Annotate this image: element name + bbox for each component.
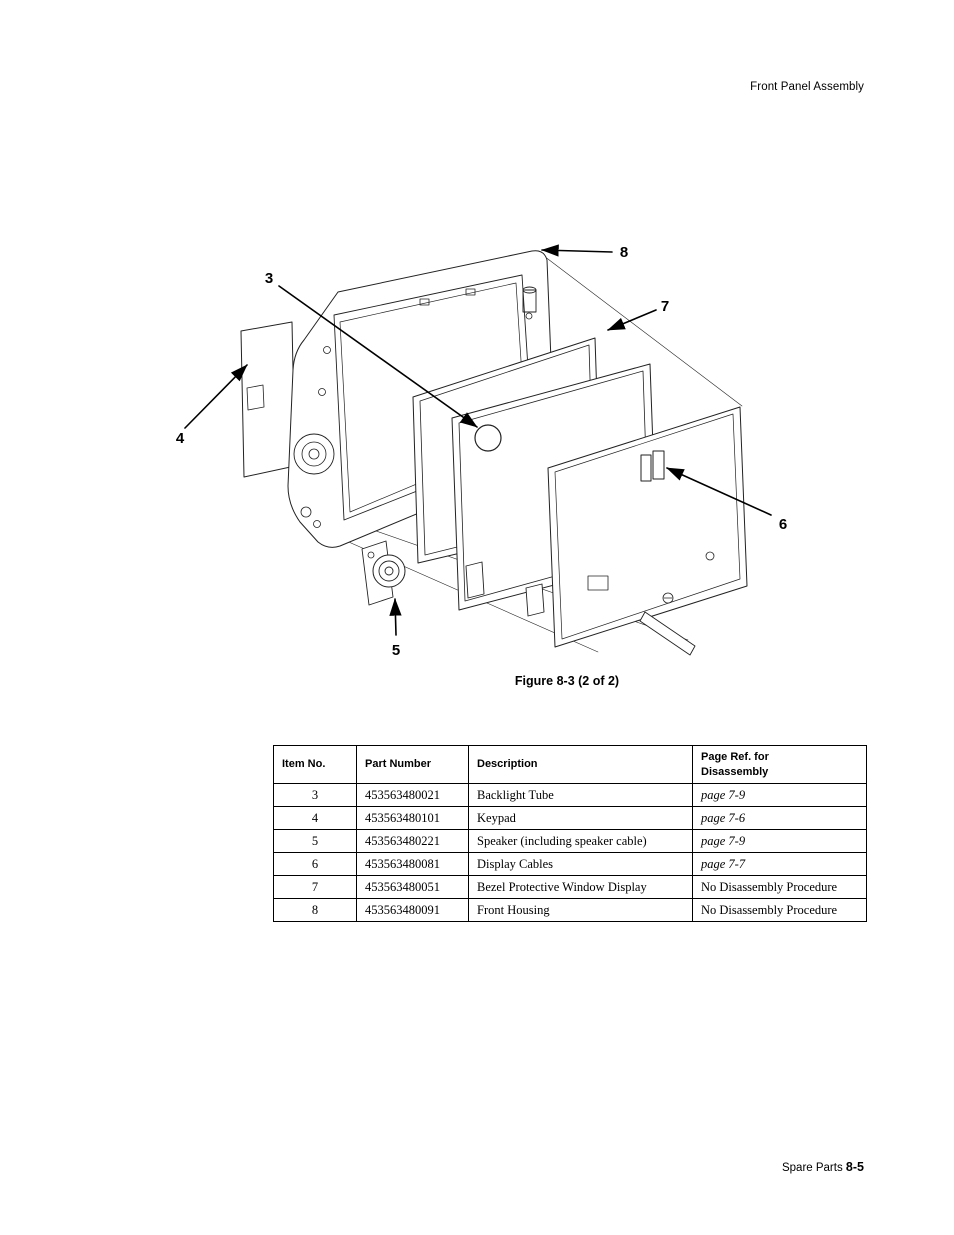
cell-page-ref: page 7-9 (692, 829, 867, 853)
figure-caption: Figure 8-3 (2 of 2) (514, 674, 620, 688)
cell-description: Display Cables (468, 852, 693, 876)
cell-item-no: 8 (273, 898, 357, 922)
table-row: 6 453563480081 Display Cables page 7-7 (273, 852, 867, 876)
cell-page-ref: page 7-6 (692, 806, 867, 830)
col-header-item-no: Item No. (273, 745, 357, 784)
col-header-part-number: Part Number (356, 745, 469, 784)
cell-description: Keypad (468, 806, 693, 830)
footer-section-label: Spare Parts (781, 1162, 843, 1174)
footer-page-number: 8-5 (845, 1160, 864, 1174)
callout-label-6: 6 (779, 516, 787, 533)
callout-arrow-3 (278, 285, 478, 428)
callout-arrow-8 (541, 244, 613, 257)
cell-part-number: 453563480221 (356, 829, 469, 853)
cell-page-ref: No Disassembly Procedure (692, 875, 867, 899)
cell-part-number: 453563480081 (356, 852, 469, 876)
cell-description: Front Housing (468, 898, 693, 922)
projection-line (539, 252, 743, 407)
table-row: 4 453563480101 Keypad page 7-6 (273, 806, 867, 830)
callout-arrows (184, 244, 772, 636)
callout-arrow-5 (389, 598, 402, 636)
mounting-brackets (465, 561, 545, 617)
keypad-overlay (240, 321, 296, 478)
cell-item-no: 3 (273, 783, 357, 807)
table-row: 3 453563480021 Backlight Tube page 7-9 (273, 783, 867, 807)
callout-label-7: 7 (661, 298, 669, 315)
table-row: 8 453563480091 Front Housing No Disassem… (273, 898, 867, 922)
callout-arrow-7 (607, 309, 657, 331)
table-header-row: Item No. Part Number Description Page Re… (273, 745, 867, 784)
display-cable-connector (652, 450, 665, 480)
table-row: 7 453563480051 Bezel Protective Window D… (273, 875, 867, 899)
backlight-highlight-circle (474, 424, 502, 452)
cell-part-number: 453563480091 (356, 898, 469, 922)
cell-item-no: 5 (273, 829, 357, 853)
display-cable-connector (640, 454, 652, 482)
cell-page-ref: page 7-9 (692, 783, 867, 807)
cell-part-number: 453563480021 (356, 783, 469, 807)
speaker (361, 540, 406, 606)
projection-line (307, 523, 599, 653)
cell-description: Backlight Tube (468, 783, 693, 807)
callout-label-8: 8 (620, 244, 628, 261)
figure-8-3: 3 4 5 6 7 8 (165, 225, 825, 670)
callout-arrow-6 (666, 467, 772, 516)
cell-part-number: 453563480101 (356, 806, 469, 830)
callout-label-3: 3 (265, 270, 273, 287)
page-header: Front Panel Assembly (750, 81, 864, 93)
callout-label-5: 5 (392, 642, 400, 659)
cell-page-ref: No Disassembly Procedure (692, 898, 867, 922)
cell-item-no: 7 (273, 875, 357, 899)
callout-arrow-4 (184, 364, 248, 429)
cell-part-number: 453563480051 (356, 875, 469, 899)
cell-page-ref: page 7-7 (692, 852, 867, 876)
table-row: 5 453563480221 Speaker (including speake… (273, 829, 867, 853)
page-footer: Spare Parts 8-5 (782, 1160, 864, 1174)
exploded-diagram: 3 4 5 6 7 8 (176, 244, 787, 659)
col-header-page-ref: Page Ref. for Disassembly (692, 745, 867, 784)
spare-parts-table: Item No. Part Number Description Page Re… (273, 745, 867, 922)
callout-label-4: 4 (176, 430, 185, 447)
cell-description: Speaker (including speaker cable) (468, 829, 693, 853)
rear-panel (547, 406, 748, 656)
cell-description: Bezel Protective Window Display (468, 875, 693, 899)
cell-item-no: 6 (273, 852, 357, 876)
cell-item-no: 4 (273, 806, 357, 830)
col-header-description: Description (468, 745, 693, 784)
